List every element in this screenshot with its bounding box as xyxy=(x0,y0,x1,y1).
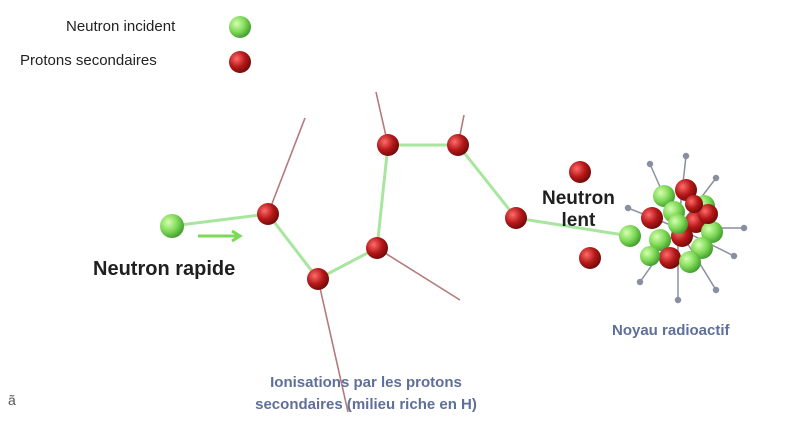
proton-particle xyxy=(447,134,469,156)
incident-neutron xyxy=(160,214,184,238)
legend-proton-marker xyxy=(229,51,251,73)
fast-neutron-label: Neutron rapide xyxy=(93,258,236,280)
corner-mark: ã xyxy=(8,392,16,408)
secondary-protons xyxy=(257,134,601,290)
slow-neutron-label-line1: Neutron xyxy=(542,188,615,209)
radioactive-nucleus xyxy=(640,179,723,273)
legend-neutron-marker xyxy=(229,16,251,38)
proton-tracks xyxy=(267,91,465,413)
slow-neutron xyxy=(619,225,641,247)
nucleus-label: Noyau radioactif xyxy=(612,322,730,339)
legend-proton-label: Protons secondaires xyxy=(20,52,157,69)
proton-particle xyxy=(366,237,388,259)
neutron-path xyxy=(171,143,631,281)
legend-neutron-label: Neutron incident xyxy=(66,18,176,35)
slow-neutron-label: Neutron lent xyxy=(542,188,615,232)
proton-particle xyxy=(569,161,591,183)
ionisation-caption-line1: Ionisations par les protons xyxy=(270,374,462,391)
slow-neutron-label-line2: lent xyxy=(561,210,596,231)
proton-particle xyxy=(505,207,527,229)
ionisation-caption-line2: secondaires (milieu riche en H) xyxy=(255,396,477,413)
proton-particle xyxy=(579,247,601,269)
proton-particle xyxy=(377,134,399,156)
proton-particle xyxy=(257,203,279,225)
proton-particle xyxy=(307,268,329,290)
incident-arrow xyxy=(198,229,243,243)
ionisation-caption: Ionisations par les protons secondaires … xyxy=(196,372,536,416)
